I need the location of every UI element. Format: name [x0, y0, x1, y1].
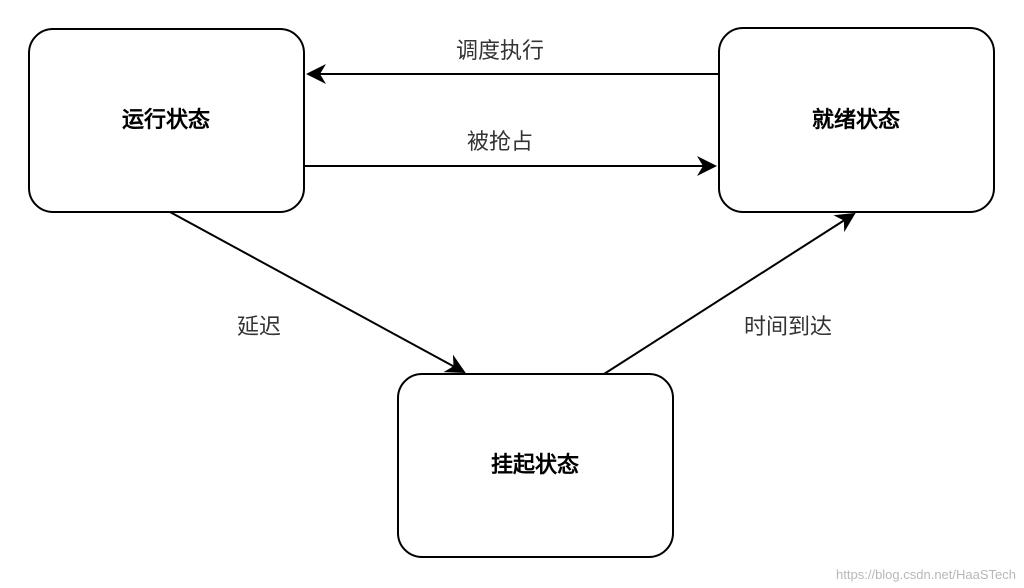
- watermark-text: https://blog.csdn.net/HaaSTech: [836, 567, 1016, 582]
- node-suspended-box: [397, 373, 674, 558]
- node-ready-box: [718, 27, 995, 213]
- edge-timeout-label: 时间到达: [744, 315, 832, 340]
- edge-delay-label: 延迟: [237, 315, 281, 340]
- node-running-box: [28, 28, 305, 213]
- edge-timeout-arrow: [603, 212, 856, 375]
- edge-schedule-label: 调度执行: [456, 39, 544, 64]
- node-running-label: 运行状态: [122, 107, 210, 133]
- node-suspended: 挂起状态: [397, 373, 674, 558]
- edge-preempted-label: 被抢占: [467, 130, 533, 155]
- node-ready-label: 就绪状态: [812, 107, 900, 133]
- edge-delay-arrow: [169, 211, 466, 373]
- node-running: 运行状态: [28, 28, 305, 213]
- node-ready: 就绪状态: [718, 27, 995, 213]
- node-suspended-label: 挂起状态: [491, 452, 579, 478]
